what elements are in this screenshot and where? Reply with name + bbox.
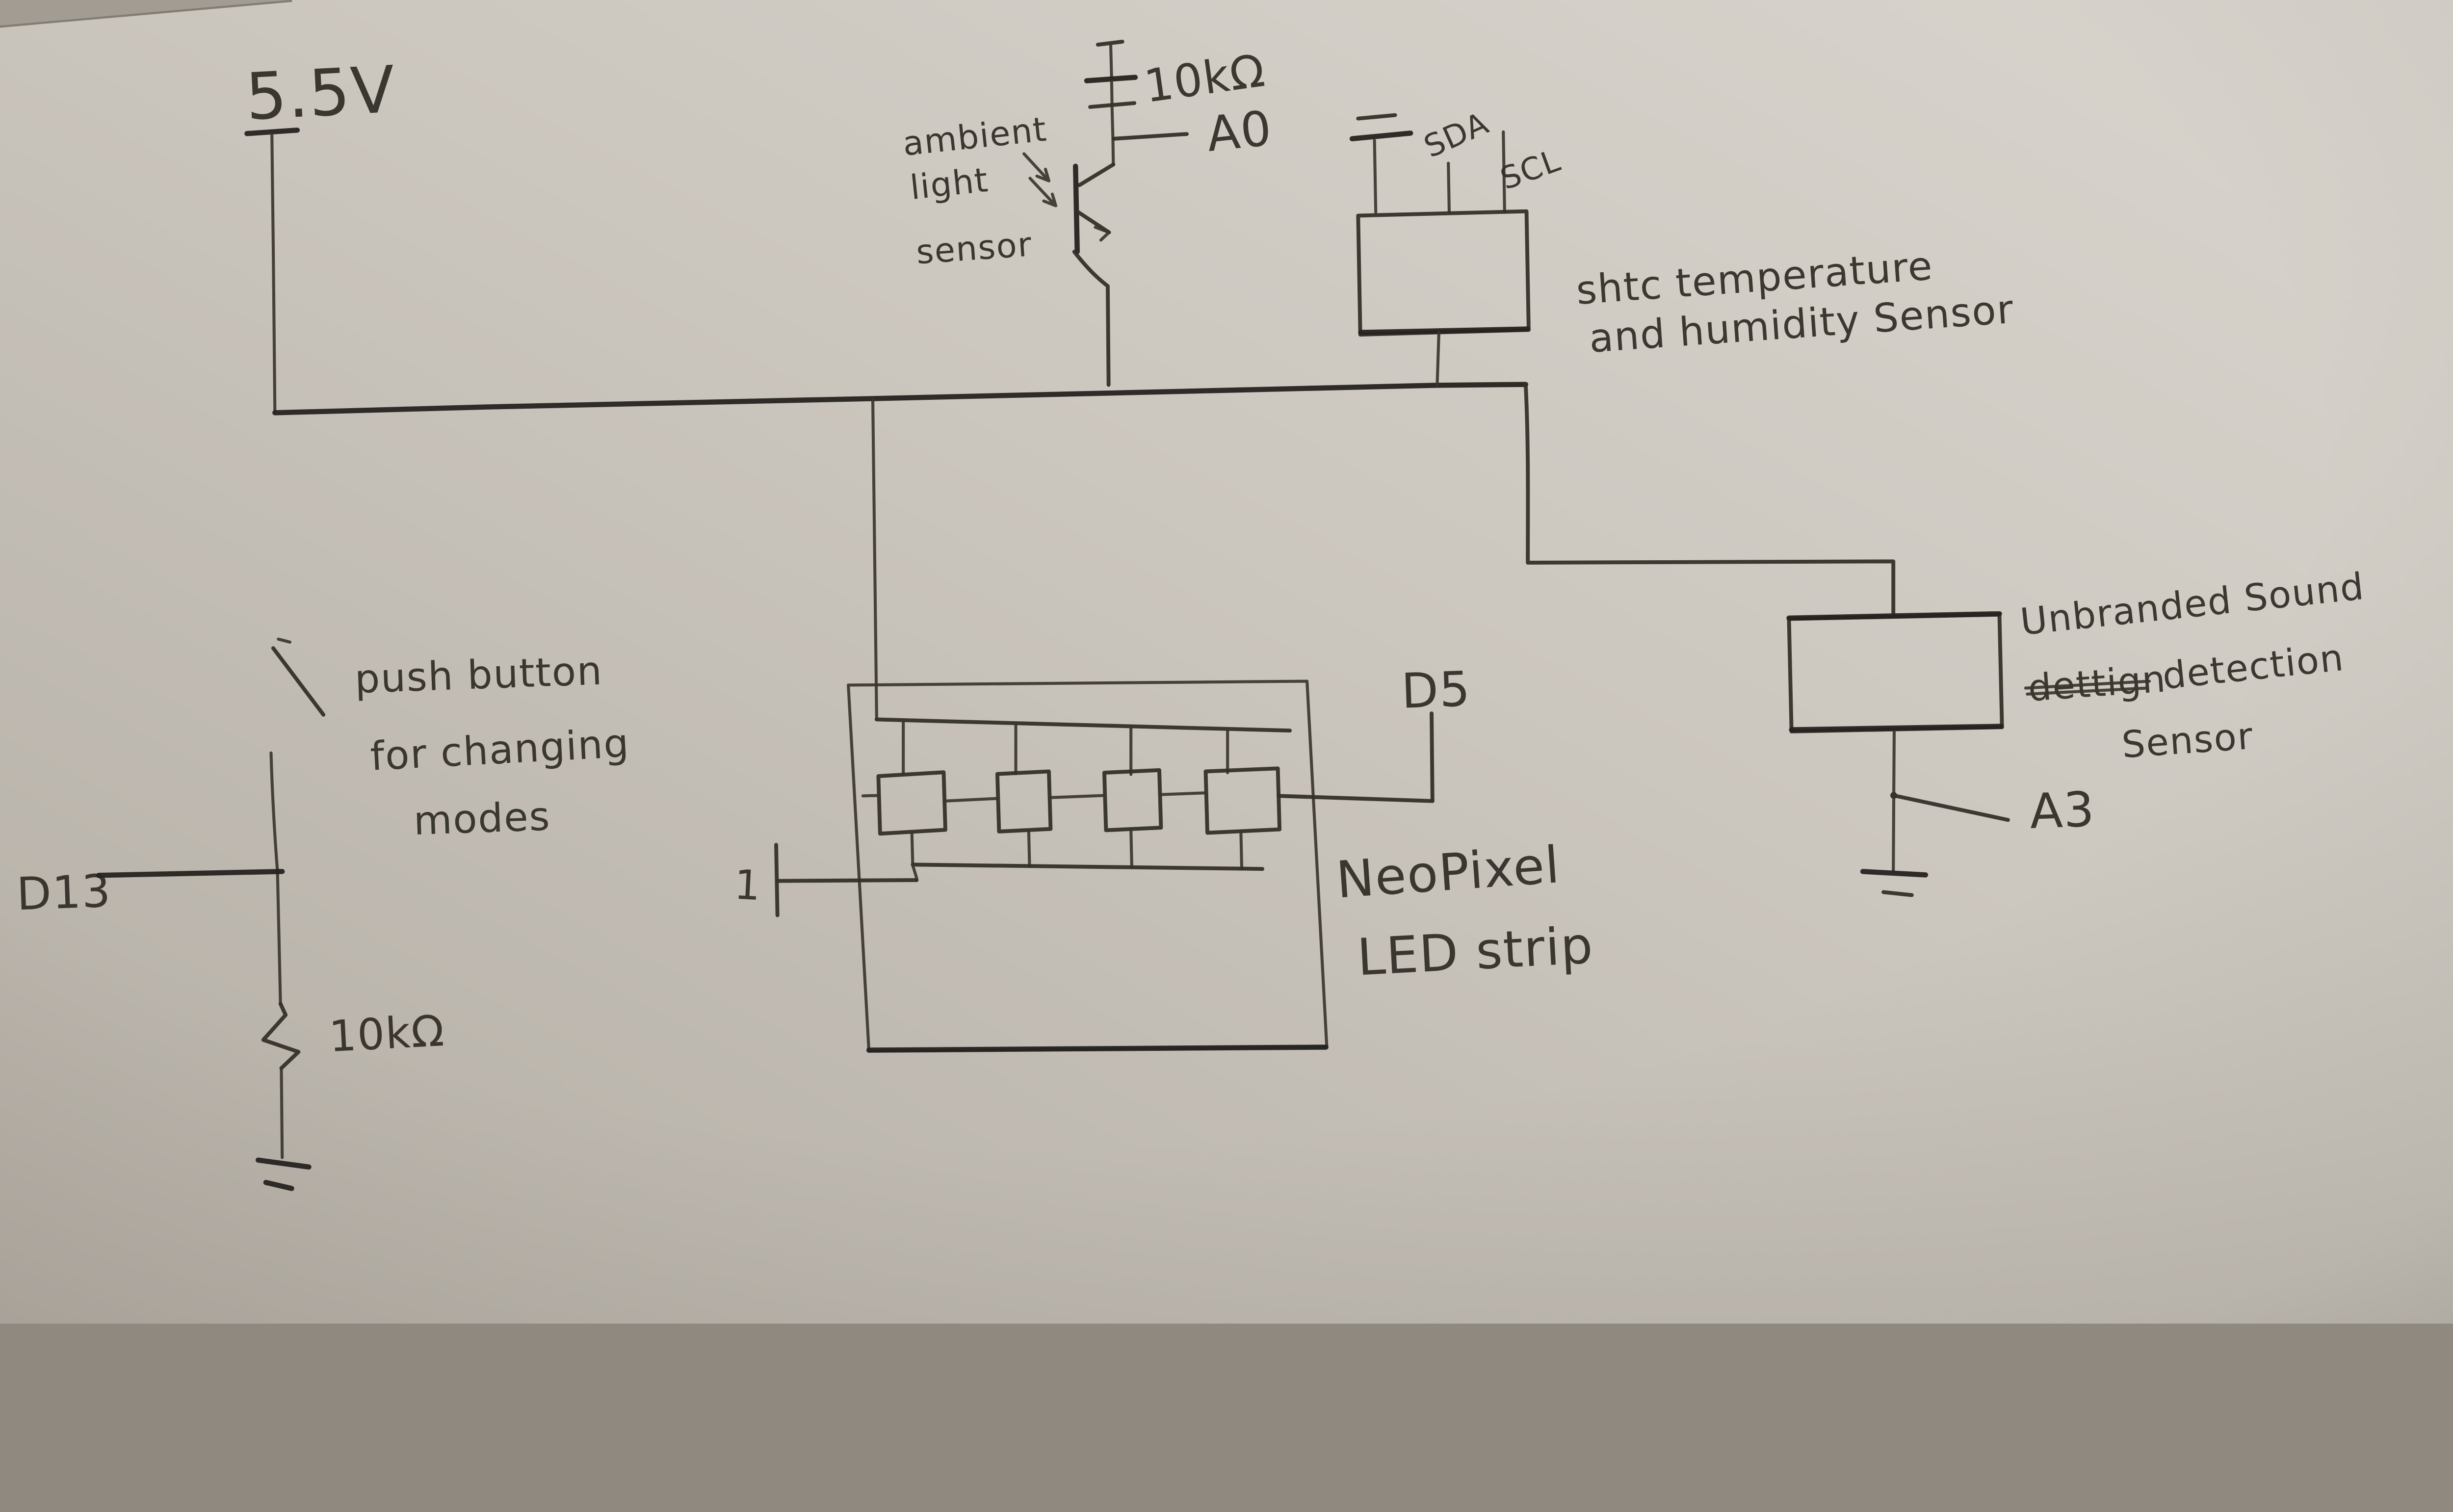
sound-caption-line: Sensor xyxy=(2120,714,2255,767)
d5-wire xyxy=(1430,711,1435,802)
supply-voltage-label: 5.5V xyxy=(244,52,397,135)
transistor-body-bar xyxy=(1073,163,1080,255)
collector-lead xyxy=(1077,162,1116,187)
power-bus-to-sound-sensor-wire xyxy=(1523,382,1896,617)
supply-rail-icon xyxy=(244,128,300,136)
d5-pin-label: D5 xyxy=(1401,661,1472,720)
strikethrough-scribble xyxy=(2024,679,2151,696)
schematic-canvas: 5.5V 10kΩ A0 ambient light sensor xyxy=(0,0,2453,1324)
wire xyxy=(1110,105,1115,166)
wire xyxy=(1109,44,1113,80)
wire-to-ground xyxy=(1892,794,1896,873)
table-corner xyxy=(0,0,292,28)
main-power-bus xyxy=(272,382,1896,617)
power-supply: 5.5V xyxy=(244,52,397,413)
ground-bar-icon xyxy=(255,1157,312,1170)
hand-drawn-circuit-schematic: 5.5V 10kΩ A0 ambient light sensor xyxy=(0,0,2453,1324)
paper-vignette xyxy=(0,0,2453,1324)
scl-pin-wire xyxy=(1502,130,1506,214)
d13-pin-label: D13 xyxy=(16,865,112,921)
wire-to-ground xyxy=(280,1067,284,1159)
a0-pin-label: A0 xyxy=(1204,101,1275,163)
shtc-box-bottom-edge xyxy=(1358,326,1530,335)
light-ray-arrow-icon xyxy=(1022,152,1051,182)
led-bottom-drop-wires xyxy=(910,828,1244,871)
light-ray-arrow-icon xyxy=(1028,177,1058,208)
supply-wire xyxy=(270,132,277,413)
gnd-pin-wire xyxy=(1373,139,1378,214)
ground-dash-icon xyxy=(1356,113,1397,121)
a3-branch-wire xyxy=(1892,793,2010,822)
switch-pivot-tick xyxy=(277,637,292,644)
emitter-wire-to-bus xyxy=(1072,250,1111,387)
neopixel-box-bottom-edge xyxy=(866,1044,1329,1053)
a0-branch-wire xyxy=(1112,132,1189,141)
led-cell xyxy=(876,770,947,836)
paper-edge-line xyxy=(0,0,292,28)
d13-wire xyxy=(96,869,285,878)
emitter-arrowhead xyxy=(1094,226,1111,242)
ambient-light-sensor: 10kΩ A0 ambient light sensor xyxy=(901,39,1275,387)
ambient-caption-line: sensor xyxy=(915,225,1034,272)
led-cell xyxy=(1203,766,1282,835)
sda-pin-wire xyxy=(1447,161,1451,214)
ground-bar-icon xyxy=(263,1180,294,1191)
led-cell xyxy=(1102,768,1163,833)
pulldown-resistor-label: 10kΩ xyxy=(328,1006,446,1062)
push-button-caption-line: push button xyxy=(354,648,603,703)
ambient-caption-line: light xyxy=(908,161,990,208)
push-button-caption-line: modes xyxy=(413,793,551,844)
pulldown-resistor-icon xyxy=(261,1002,301,1070)
data-out-wire xyxy=(1277,794,1435,803)
led-cell xyxy=(995,769,1053,834)
led-top-drop-wires xyxy=(902,719,1229,776)
led-ground-bus-wire xyxy=(911,862,1265,871)
phototransistor-icon xyxy=(1022,152,1116,387)
led-data-in-stub xyxy=(861,794,880,798)
led-chain-link-wires xyxy=(943,791,1207,803)
led-power-bus-wire xyxy=(874,717,1292,733)
neopixel-caption-line: LED strip xyxy=(1356,916,1595,987)
sound-sensor-box-top-edge xyxy=(1786,611,2002,621)
input-pin-label: 1 xyxy=(733,861,762,910)
switch-lower-wire xyxy=(269,751,282,1006)
strip-input-wire xyxy=(776,878,919,883)
ground-bar-icon xyxy=(1349,130,1413,142)
power-bus-wire xyxy=(272,382,1529,416)
a3-pin-label: A3 xyxy=(2029,782,2096,840)
resistor-bar-icon xyxy=(1088,101,1137,109)
resistor-top-terminal xyxy=(1096,39,1124,47)
ground-bar-icon xyxy=(1860,869,1929,878)
shtc-bottom-pin-wire xyxy=(1435,331,1440,387)
ground-bar-icon xyxy=(1881,890,1914,897)
sound-sensor-box-bottom-edge xyxy=(1789,724,2004,732)
push-button-switch-blade xyxy=(271,646,326,717)
resistor-bar-icon xyxy=(1084,75,1138,83)
neopixel-strip: 1 D5 NeoPixel LED strip xyxy=(733,398,1595,1053)
strip-power-drop-wire xyxy=(871,398,878,721)
input-connector-bar xyxy=(774,843,780,917)
